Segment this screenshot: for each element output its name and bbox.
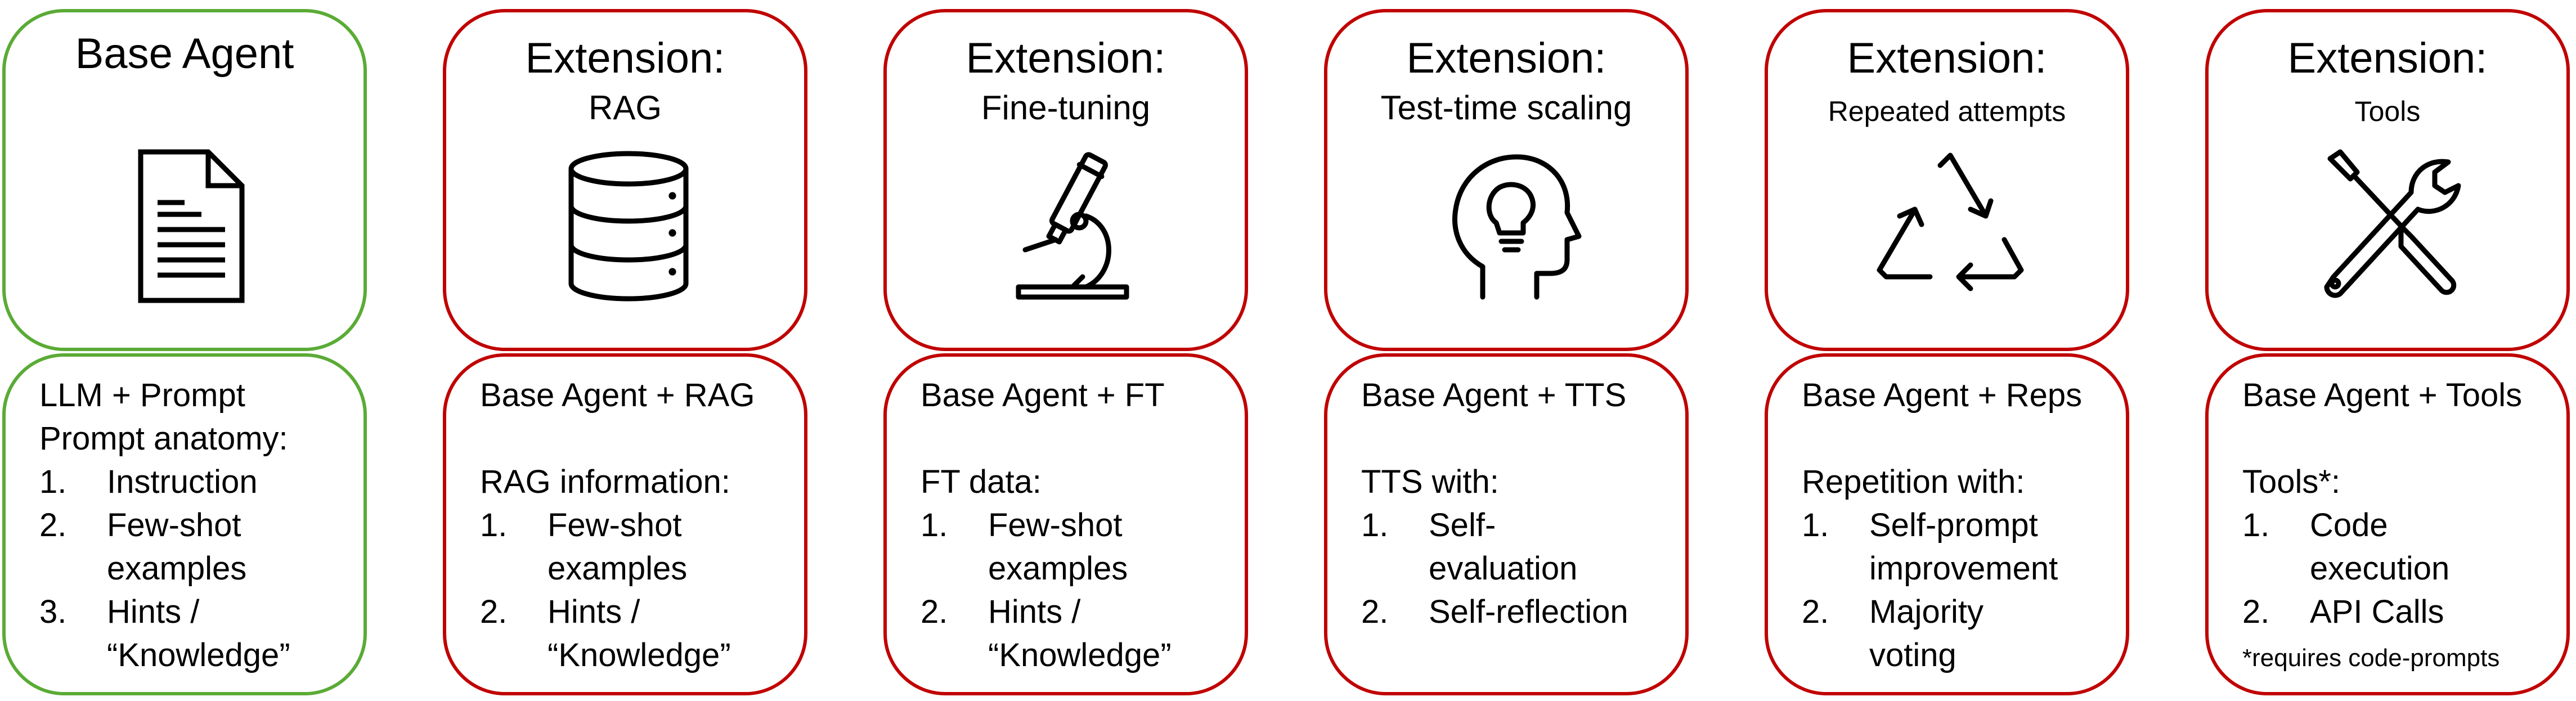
list-number: 1.	[1802, 507, 1829, 543]
list-text: “Knowledge”	[988, 637, 1172, 673]
body-line: Prompt anatomy:	[39, 420, 288, 457]
list-text: examples	[107, 550, 247, 587]
card-header: Extension: RAG	[443, 9, 807, 351]
list-text: examples	[988, 550, 1128, 587]
card-subtitle: Fine-tuning	[981, 89, 1151, 127]
body-line: Repetition with:	[1802, 464, 2025, 500]
list-item: 2. Majority voting	[1802, 590, 2115, 677]
list-text: improvement	[1869, 550, 2058, 587]
body-line: Tools*:	[2242, 464, 2341, 500]
list-text: “Knowledge”	[107, 637, 290, 673]
list-text: Self-reflection	[1429, 594, 1628, 630]
list-text: voting	[1869, 637, 1956, 673]
card-header: Extension: Test-time scaling	[1324, 9, 1689, 351]
body-line: Base Agent + FT	[921, 377, 1165, 414]
body-line: RAG information:	[480, 464, 730, 500]
card-header: Extension: Fine-tuning	[883, 9, 1248, 351]
body-line: Base Agent + RAG	[480, 377, 755, 414]
list-number: 1.	[480, 507, 508, 543]
list-number: 2.	[921, 594, 948, 630]
body-line: Base Agent + Tools	[2242, 377, 2523, 414]
list-text: execution	[2310, 550, 2450, 587]
card-header: Base Agent	[2, 9, 367, 351]
list-item: 1. Instruction	[39, 460, 352, 504]
list-item: 2. Few-shot examples	[39, 504, 352, 590]
list-number: 1.	[1361, 507, 1389, 543]
blank-line	[1361, 417, 1674, 460]
footnote: *requires code-prompts	[2242, 644, 2500, 672]
card-body: Base Agent + Reps Repetition with: 1. Se…	[1765, 353, 2129, 695]
list-number: 2.	[1802, 594, 1829, 630]
card-title: Extension:	[1847, 34, 2047, 82]
card-header: Extension: Repeated attempts	[1765, 9, 2129, 351]
list-number: 2.	[39, 507, 67, 543]
card-body: Base Agent + RAG RAG information: 1. Few…	[443, 353, 807, 695]
card-subtitle: Repeated attempts	[1828, 96, 2066, 127]
card-subtitle: Tools	[2354, 96, 2421, 127]
list-text: Hints /	[988, 594, 1081, 630]
list-number: 2.	[480, 594, 508, 630]
blank-line	[1802, 417, 2115, 460]
tools-icon	[2306, 142, 2475, 311]
list-item: 3. Hints / “Knowledge”	[39, 590, 352, 677]
list-text: Hints /	[547, 594, 640, 630]
database-icon	[544, 142, 713, 311]
card-title: Extension:	[2287, 34, 2488, 82]
list-text: examples	[547, 550, 688, 587]
list-number: 1.	[39, 464, 67, 500]
body-line: TTS with:	[1361, 464, 1499, 500]
list-text: Hints /	[107, 594, 200, 630]
list-text: Few-shot	[107, 507, 241, 543]
card-title: Extension:	[1406, 34, 1606, 82]
list-text: Majority	[1869, 594, 1984, 630]
microscope-icon	[985, 142, 1154, 311]
list-item: 1. Self-prompt improvement	[1802, 504, 2115, 590]
list-text: evaluation	[1429, 550, 1578, 587]
card-title: Extension:	[525, 34, 725, 82]
list-item: 1. Few-shot examples	[480, 504, 793, 590]
list-text: Code	[2310, 507, 2388, 543]
body-line: LLM + Prompt	[39, 377, 245, 414]
list-item: 2. Hints / “Knowledge”	[921, 590, 1233, 677]
list-item: 2. Hints / “Knowledge”	[480, 590, 793, 677]
body-line: Base Agent + Reps	[1802, 377, 2083, 414]
list-text: Self-	[1429, 507, 1496, 543]
list-text: “Knowledge”	[547, 637, 731, 673]
card-body: Base Agent + TTS TTS with: 1. Self-evalu…	[1324, 353, 1689, 695]
list-item: 1. Few-shot examples	[921, 504, 1233, 590]
list-item: 1. Self-evaluation	[1361, 504, 1674, 590]
list-item: 1. Code execution	[2242, 504, 2555, 590]
list-number: 1.	[921, 507, 948, 543]
card-body: Base Agent + Tools Tools*: 1. Code execut…	[2205, 353, 2570, 695]
list-text: Few-shot	[988, 507, 1123, 543]
card-body: Base Agent + FT FT data: 1. Few-shot exam…	[883, 353, 1248, 695]
blank-line	[2242, 417, 2555, 460]
list-number: 2.	[2242, 594, 2270, 630]
blank-line	[480, 417, 793, 460]
card-subtitle: Test-time scaling	[1380, 89, 1632, 127]
list-text: Self-prompt	[1869, 507, 2038, 543]
list-text: API Calls	[2310, 594, 2444, 630]
list-number: 3.	[39, 594, 67, 630]
recycle-icon	[1866, 142, 2035, 311]
list-number: 1.	[2242, 507, 2270, 543]
body-line: Base Agent + TTS	[1361, 377, 1627, 414]
head-lightbulb-icon	[1425, 142, 1594, 311]
list-text: Instruction	[107, 464, 258, 500]
list-item: 2. API Calls	[2242, 590, 2555, 633]
document-icon	[104, 142, 272, 311]
list-number: 2.	[1361, 594, 1389, 630]
card-header: Extension: Tools	[2205, 9, 2570, 351]
blank-line	[921, 417, 1233, 460]
card-title: Extension:	[966, 34, 1166, 82]
list-item: 2. Self-reflection	[1361, 590, 1674, 633]
list-text: Few-shot	[547, 507, 682, 543]
body-line: FT data:	[921, 464, 1042, 500]
card-body: LLM + Prompt Prompt anatomy: 1. Instruct…	[2, 353, 367, 695]
card-subtitle: RAG	[588, 89, 662, 127]
card-title: Base Agent	[75, 30, 294, 78]
